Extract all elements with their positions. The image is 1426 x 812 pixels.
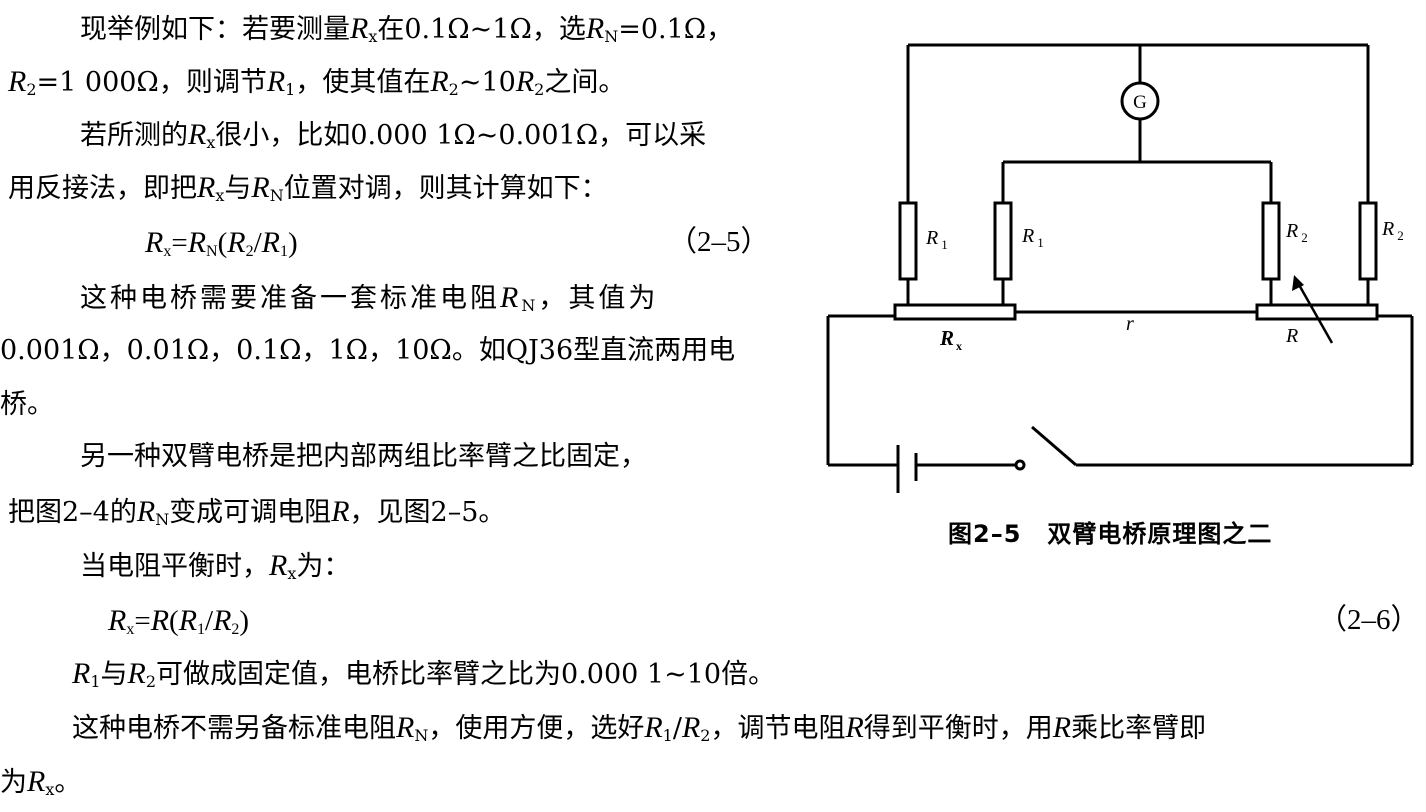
paragraph-line: 为Rx。 bbox=[0, 765, 82, 799]
paragraph-line: 另一种双臂电桥是把内部两组比率臂之比固定， bbox=[80, 441, 647, 472]
switch-contact bbox=[1014, 459, 1026, 471]
label-r-lowercase: r bbox=[1126, 313, 1134, 335]
galvanometer-label: G bbox=[1133, 92, 1147, 113]
resistor-r2-inner bbox=[1261, 201, 1281, 281]
paragraph-line: 若所测的Rx很小，比如0.000 1Ω~0.001Ω，可以采 bbox=[80, 118, 707, 152]
label-r-variable: R bbox=[1285, 325, 1298, 347]
variable-arrow-head bbox=[1292, 275, 1304, 291]
switch-blade bbox=[1031, 425, 1077, 467]
paragraph-line: 当电阻平衡时，Rx为： bbox=[80, 549, 351, 583]
resistor-rx bbox=[893, 303, 1017, 321]
paragraph-line: 用反接法，即把Rx与RN位置对调，则其计算如下： bbox=[8, 171, 608, 205]
paragraph-line: 现举例如下：若要测量Rx在0.1Ω~1Ω，选RN=0.1Ω， bbox=[80, 12, 734, 46]
paragraph-line: 这种电桥需要准备一套标准电阻RN，其值为 bbox=[80, 281, 659, 315]
equation-number-2-6: （2–6） bbox=[1318, 604, 1420, 636]
resistor-r1-inner bbox=[993, 201, 1013, 281]
equation-2-6: Rx=R(R1/R2) bbox=[108, 604, 250, 638]
paragraph-line: R1与R2可做成固定值，电桥比率臂之比为0.000 1~10倍。 bbox=[72, 657, 776, 691]
paragraph-line: 0.001Ω，0.01Ω，0.1Ω，1Ω，10Ω。如QJ36型直流两用电 bbox=[0, 335, 736, 366]
resistor-r2-right bbox=[1358, 201, 1378, 281]
equation-number-2-5: （2–5） bbox=[668, 226, 770, 258]
variable-arrow-shaft bbox=[1296, 282, 1334, 344]
paragraph-line: R2=1 000Ω，则调节R1，使其值在R2~10R2之间。 bbox=[8, 65, 626, 99]
paragraph-line: 把图2–4的RN变成可调电阻R，见图2–5。 bbox=[8, 495, 506, 529]
resistor-r1-left bbox=[898, 201, 918, 281]
paragraph-line: 这种电桥不需另备标准电阻RN，使用方便，选好R1/R2，调节电阻R得到平衡时，用… bbox=[72, 711, 1207, 745]
paragraph-line: 桥。 bbox=[0, 389, 54, 420]
equation-2-5: Rx=RN(R2/R1) bbox=[145, 226, 298, 260]
